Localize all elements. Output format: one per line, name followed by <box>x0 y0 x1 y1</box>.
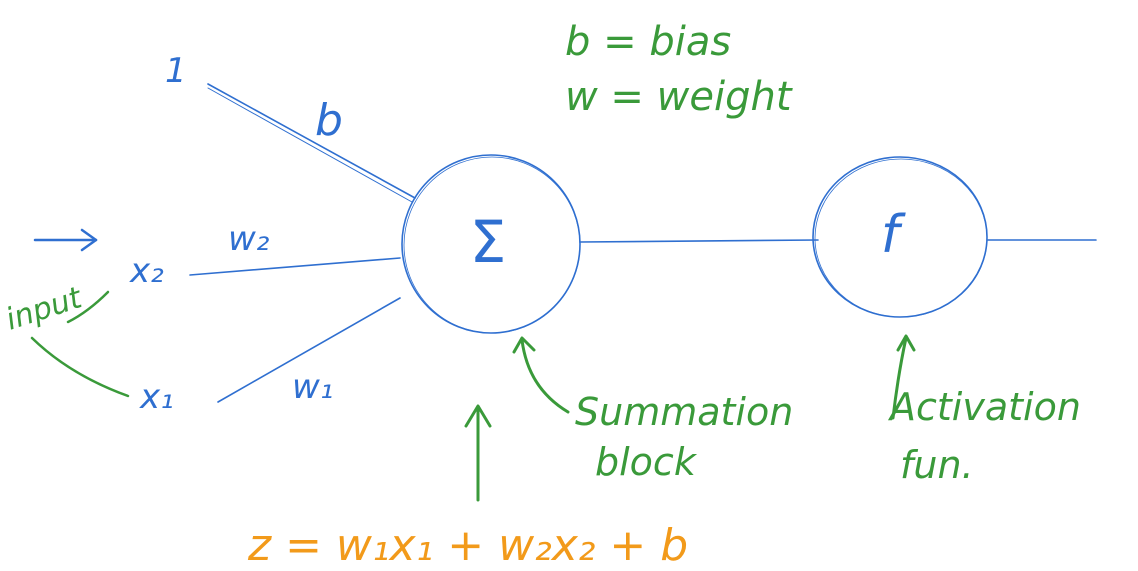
x1-edge <box>217 297 401 403</box>
weight-definition: w = weight <box>565 74 793 120</box>
activation-label-line2: fun. <box>900 443 974 487</box>
input-underline <box>66 290 110 324</box>
bias-input-label: 1 <box>165 51 187 91</box>
bias-edge <box>207 83 416 203</box>
summation-arrow-icon <box>512 336 570 414</box>
bias-definition: b = bias <box>565 19 731 65</box>
sigma-symbol: Σ <box>470 208 507 276</box>
bias-weight-label: b <box>315 95 343 146</box>
equation-arrow-icon <box>464 404 492 502</box>
input-arrow-icon <box>33 228 98 252</box>
summation-label-line1: Summation <box>575 390 793 434</box>
w1-label: w₁ <box>292 367 333 407</box>
equation: z = w₁x₁ + w₂x₂ + b <box>247 520 688 571</box>
activation-node: f <box>812 156 988 318</box>
x1-label: x₁ <box>139 377 174 417</box>
x2-label: x₂ <box>129 251 164 291</box>
sum-to-activation-edge <box>579 239 819 243</box>
summation-label-line2: block <box>595 440 698 484</box>
summation-node: Σ <box>401 154 581 334</box>
w2-label: w₂ <box>228 219 270 259</box>
x2-edge <box>189 257 401 276</box>
input-pointer-line <box>30 336 130 398</box>
activation-arrow-icon <box>891 334 916 420</box>
activation-symbol: f <box>881 205 906 265</box>
activation-label-line1: Activation <box>887 385 1081 429</box>
input-label: input <box>2 280 87 338</box>
